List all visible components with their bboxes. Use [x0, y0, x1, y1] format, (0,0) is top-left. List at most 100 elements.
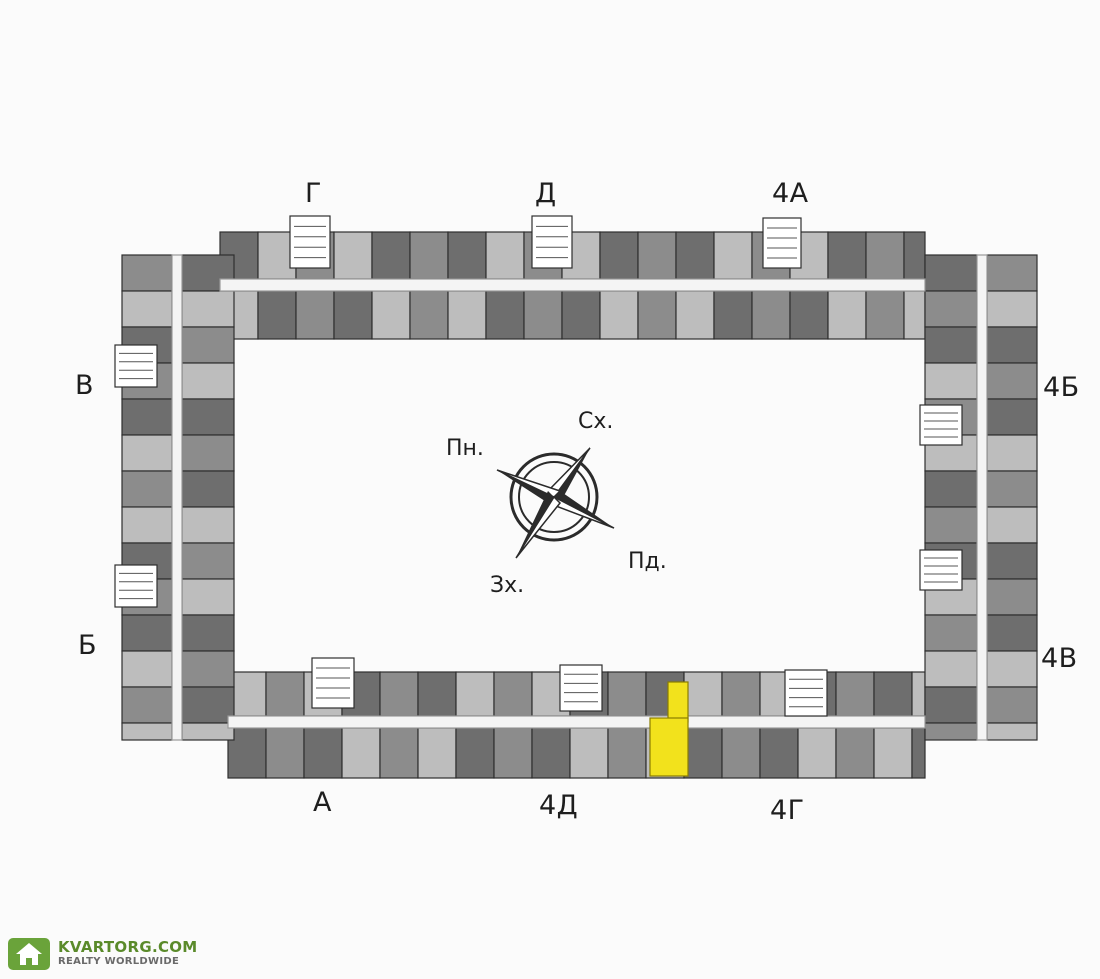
apartment-unit: [181, 506, 235, 544]
corridor: [976, 254, 988, 741]
apartment-unit: [493, 727, 533, 779]
section-label-v: В: [75, 370, 95, 401]
apartment-unit: [911, 671, 926, 717]
apartment-unit: [121, 434, 173, 472]
apartment-unit: [485, 290, 525, 340]
apartment-unit: [924, 326, 978, 364]
apartment-unit: [569, 727, 609, 779]
apartment-unit: [341, 727, 381, 779]
compass-label-north: Пн.: [446, 436, 484, 461]
compass-arrow-west: [516, 491, 554, 558]
apartment-unit: [835, 671, 875, 717]
apartment-unit: [924, 254, 978, 292]
apartment-unit: [873, 671, 913, 717]
apartment-unit: [333, 290, 373, 340]
section-label-a: А: [313, 787, 332, 818]
apartment-unit: [121, 614, 173, 652]
stairwells: [114, 215, 963, 717]
apartment-unit: [485, 231, 525, 280]
apartment-unit: [181, 578, 235, 616]
apartment-unit: [903, 290, 926, 340]
apartment-unit: [181, 686, 235, 724]
apartment-unit: [447, 290, 487, 340]
apartment-unit: [455, 727, 495, 779]
apartment-unit: [713, 290, 753, 340]
apartment-unit: [409, 231, 449, 280]
apartment-unit: [683, 671, 723, 717]
corridors: [171, 254, 988, 741]
apartment-unit: [561, 290, 601, 340]
stairwell: [784, 669, 828, 717]
compass-label-south: Пд.: [628, 549, 667, 574]
apartment-unit: [295, 290, 335, 340]
apartment-unit: [986, 542, 1038, 580]
highlighted-unit-top: [667, 681, 689, 723]
compass-arrow-east: [554, 448, 590, 503]
section-label-4a: 4А: [772, 178, 809, 209]
apartment-unit: [379, 727, 419, 779]
section-label-4b: 4Б: [1043, 372, 1080, 403]
compass-arrow-north: [497, 470, 554, 503]
corridor: [219, 278, 926, 292]
apartment-unit: [531, 727, 571, 779]
apartment-unit: [181, 326, 235, 364]
apartment-unit: [371, 290, 411, 340]
watermark-tagline: REALTY WORLDWIDE: [58, 955, 180, 967]
apartment-unit: [865, 290, 905, 340]
apartment-unit: [721, 671, 761, 717]
apartment-unit: [986, 290, 1038, 328]
apartment-unit: [683, 727, 723, 779]
apartment-unit: [181, 290, 235, 328]
apartment-unit: [713, 231, 753, 280]
section-label-4g: 4Г: [770, 795, 805, 826]
apartment-unit: [827, 290, 867, 340]
stairwell: [919, 549, 963, 591]
apartment-unit: [924, 686, 978, 724]
apartment-unit: [181, 362, 235, 400]
apartment-unit: [903, 231, 926, 280]
apartment-unit: [417, 671, 457, 717]
apartment-unit: [121, 470, 173, 508]
apartment-unit: [797, 727, 837, 779]
apartment-unit: [379, 671, 419, 717]
apartment-unit: [121, 506, 173, 544]
apartment-unit: [121, 686, 173, 724]
apartment-unit: [924, 362, 978, 400]
apartment-units: [121, 231, 1038, 779]
stairwell: [114, 344, 158, 388]
apartment-unit: [303, 727, 343, 779]
apartment-unit: [181, 614, 235, 652]
section-label-b: Б: [78, 630, 98, 661]
apartment-unit: [607, 671, 647, 717]
apartment-unit: [447, 231, 487, 280]
watermark-brand: KVARTORG.COM: [58, 937, 198, 956]
compass-rose: Пн. Сх. Пд. Зх.: [446, 409, 667, 598]
apartment-unit: [911, 727, 926, 779]
apartment-unit: [675, 231, 715, 280]
corridor: [227, 715, 926, 729]
apartment-unit: [827, 231, 867, 280]
apartment-unit: [371, 231, 411, 280]
apartment-unit: [181, 470, 235, 508]
apartment-unit: [121, 254, 173, 292]
apartment-unit: [675, 290, 715, 340]
apartment-unit: [986, 398, 1038, 436]
apartment-unit: [986, 506, 1038, 544]
apartment-unit: [265, 671, 305, 717]
apartment-unit: [924, 470, 978, 508]
apartment-unit: [181, 722, 235, 741]
apartment-unit: [409, 290, 449, 340]
stairwell: [762, 217, 802, 269]
apartment-unit: [986, 470, 1038, 508]
apartment-unit: [986, 578, 1038, 616]
apartment-unit: [835, 727, 875, 779]
apartment-unit: [865, 231, 905, 280]
apartment-unit: [493, 671, 533, 717]
apartment-unit: [986, 362, 1038, 400]
apartment-unit: [637, 231, 677, 280]
stairwell: [531, 215, 573, 269]
apartment-unit: [599, 231, 639, 280]
apartment-unit: [924, 722, 978, 741]
apartment-unit: [257, 290, 297, 340]
